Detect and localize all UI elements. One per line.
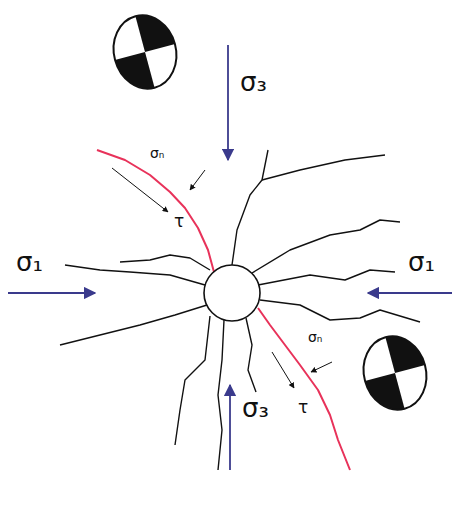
stress-label: σ₁ [16,248,43,277]
shear-stress-label: τ [174,212,184,231]
stress-label: σ₁ [408,248,435,277]
focal-mechanism [355,322,434,424]
borehole [204,265,260,321]
stress-label: σ₃ [242,394,269,423]
active-fault [97,150,350,470]
stress-arrow [8,45,452,470]
normal-stress-label: σₙ [150,146,164,161]
traction-arrow [112,168,332,388]
normal-stress-label: σₙ [308,330,322,345]
focal-mechanism [105,1,184,103]
fracture [60,150,420,470]
stress-label: σ₃ [240,68,267,97]
shear-stress-label: τ [298,398,308,417]
